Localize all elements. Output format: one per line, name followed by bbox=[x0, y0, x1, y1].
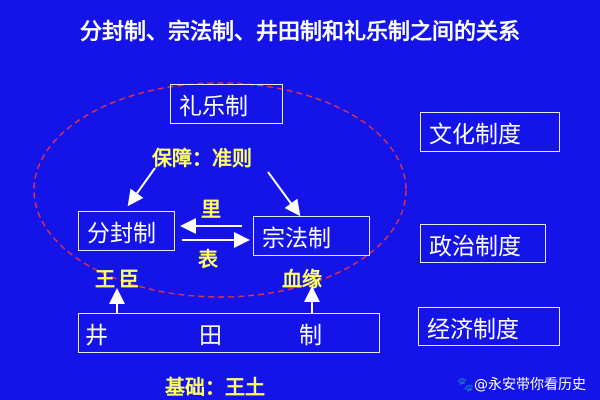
jingtian-char: 井 bbox=[85, 323, 108, 349]
basis-label: 基础：王土 bbox=[165, 375, 265, 399]
inner-label: 里 bbox=[201, 197, 221, 221]
jingtian-box: 井 田 制 bbox=[78, 313, 380, 353]
wangchen-label: 王臣 bbox=[95, 267, 143, 291]
slide-title: 分封制、宗法制、井田制和礼乐制之间的关系 bbox=[79, 20, 520, 45]
category-politics: 政治制度 bbox=[420, 224, 546, 263]
zongfa-box: 宗法制 bbox=[253, 216, 370, 256]
dashed-ellipse bbox=[33, 82, 407, 298]
jingtian-char: 田 bbox=[199, 323, 222, 349]
paw-icon: 🐾 bbox=[456, 377, 474, 393]
guarantee-label: 保障：准则 bbox=[152, 146, 252, 170]
arrow-to-fenfeng bbox=[127, 167, 156, 207]
xueyuan-label: 血缘 bbox=[282, 267, 322, 291]
liyue-box: 礼乐制 bbox=[170, 84, 283, 124]
outer-label: 表 bbox=[198, 247, 218, 271]
category-culture: 文化制度 bbox=[420, 112, 560, 152]
arrow-to-zongfa bbox=[267, 171, 301, 217]
jingtian-char: 制 bbox=[299, 323, 322, 349]
fenfeng-box: 分封制 bbox=[78, 211, 175, 251]
watermark: 🐾@永安带你看历史 bbox=[456, 377, 586, 393]
category-economy: 经济制度 bbox=[418, 307, 560, 346]
